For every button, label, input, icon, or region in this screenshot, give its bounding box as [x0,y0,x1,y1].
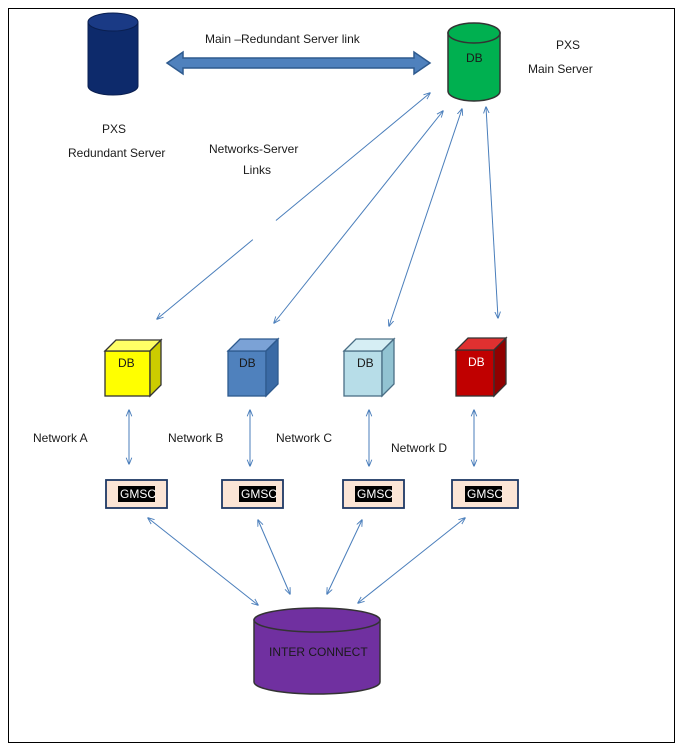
redundant-server-title: PXS [102,122,126,136]
interconnect-db [253,607,381,695]
link-network-c-server [389,109,462,326]
network-a-gmsc [105,479,168,509]
main-server-subtitle: Main Server [528,62,593,76]
main-server-db-label: DB [466,51,483,65]
link-gmsc-c-interconnect [327,520,362,594]
network-d-db-label: DB [468,355,485,369]
network-a-gmsc-label: GMSC [120,487,156,501]
network-a-label: Network A [33,431,88,445]
network-c-db-label: DB [357,356,374,370]
main-redundant-link-label: Main –Redundant Server link [205,32,361,46]
link-gmsc-d-interconnect [358,518,465,603]
link-network-a-server [157,93,430,319]
networks-server-links-line1: Networks-Server [209,142,298,156]
link-gmsc-a-interconnect [148,518,258,605]
network-b-gmsc-label: GMSC [241,487,277,501]
network-d-gmsc [451,479,519,509]
network-c-gmsc [342,479,405,509]
networks-server-links-line2: Links [243,163,271,177]
redundant-server-db [87,12,139,96]
network-b-db-label: DB [239,356,256,370]
network-b-label: Network B [168,431,223,445]
main-redundant-link-arrow [165,50,432,76]
network-c-db-cube [342,337,396,398]
network-c-gmsc-label: GMSC [357,487,393,501]
main-server-db [447,22,501,102]
network-b-gmsc [221,479,284,509]
network-c-label: Network C [276,431,332,445]
link-gmsc-b-interconnect [258,520,290,594]
network-a-db-label: DB [118,356,135,370]
interconnect-label: INTER CONNECT [269,645,368,659]
link-network-b-server [274,111,443,323]
network-d-db-cube [454,336,508,398]
main-server-title: PXS [556,38,580,52]
network-b-db-cube [226,337,280,398]
network-a-db-cube [103,338,163,398]
diagram-frame [8,8,675,743]
redundant-server-subtitle: Redundant Server [68,146,165,160]
network-d-gmsc-label: GMSC [467,487,503,501]
link-network-d-server [486,107,498,318]
network-d-label: Network D [391,441,447,455]
